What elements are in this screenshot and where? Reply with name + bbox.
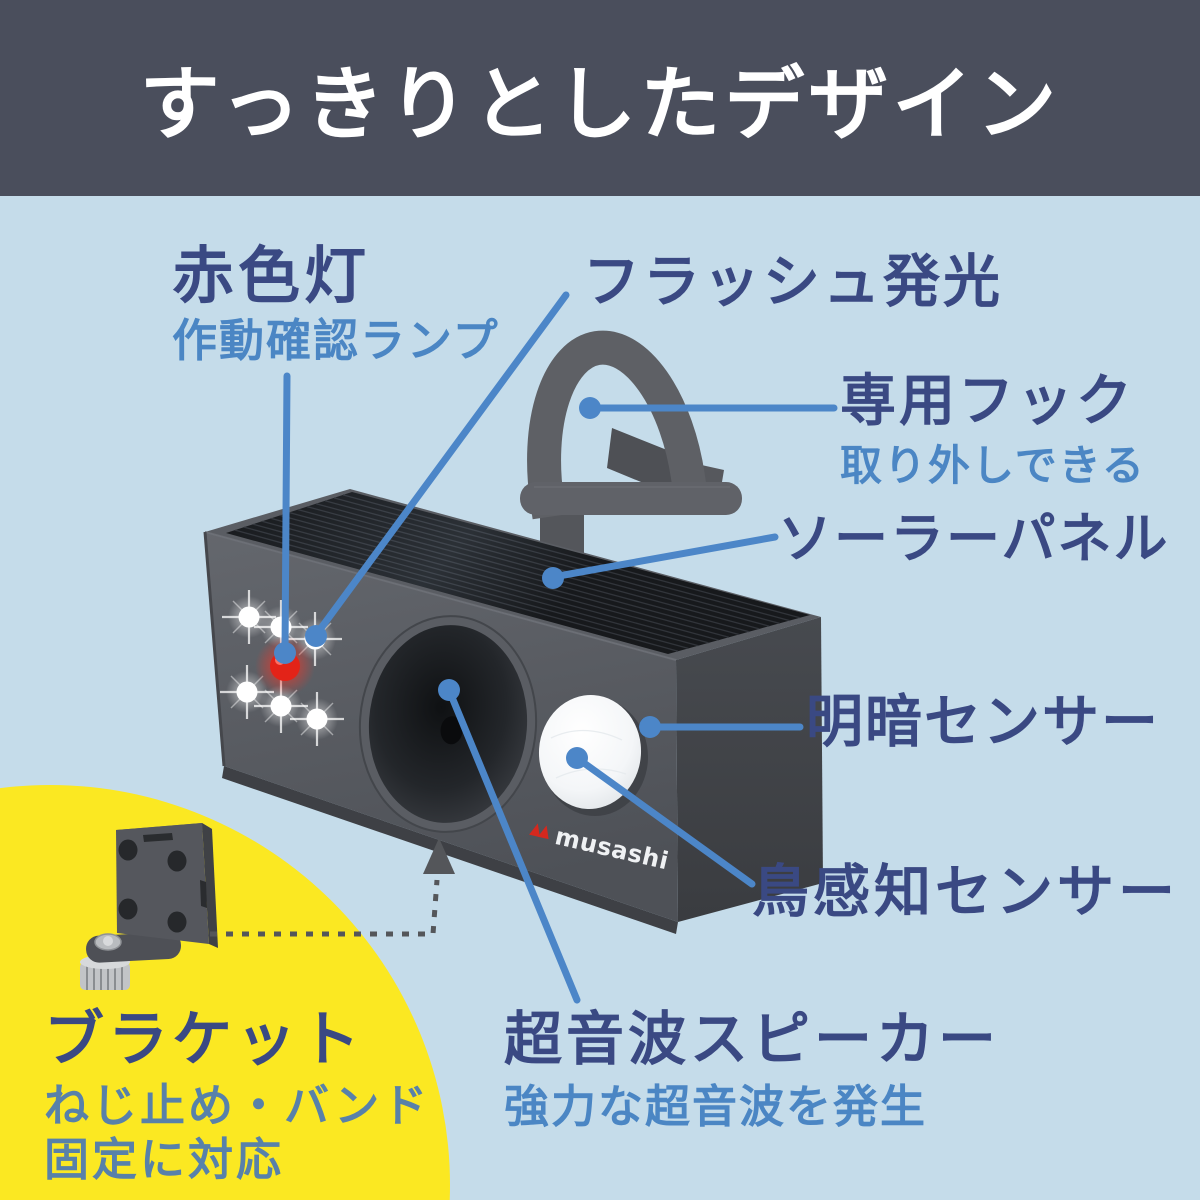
ultrasonic-speaker-sublabel: 強力な超音波を発生 xyxy=(504,1080,928,1133)
header-banner: すっきりとしたデザイン xyxy=(0,0,1200,196)
leader-dots xyxy=(274,397,661,769)
light-sensor-label: 明暗センサー xyxy=(806,689,1160,755)
leader-solar xyxy=(549,533,779,581)
hook-sublabel: 取り外しできる xyxy=(840,441,1146,490)
device-right-face xyxy=(676,617,823,922)
hook-graphic xyxy=(520,330,742,556)
solar-panel-graphic xyxy=(226,492,810,654)
page-title: すっきりとしたデザイン xyxy=(139,58,1061,151)
brand-mark-icon xyxy=(537,825,549,840)
leader-flash xyxy=(312,291,570,639)
leader-red-light xyxy=(281,372,291,656)
red-light-sublabel: 作動確認ランプ xyxy=(172,314,500,367)
flash-label: フラッシュ発光 xyxy=(583,249,1003,315)
bird-sensor-label: 鳥感知センサー xyxy=(752,859,1179,925)
red-light-label: 赤色灯 xyxy=(172,239,371,312)
leader-lines xyxy=(281,291,838,1004)
bracket-holes xyxy=(118,839,187,933)
arrow-up-icon xyxy=(423,838,455,874)
device-bottom-chamfer xyxy=(222,766,678,934)
bracket-graphic xyxy=(80,823,218,990)
bracket-sublabel-line1: ねじ止め・バンド xyxy=(44,1079,431,1132)
leader-bird-sensor xyxy=(573,754,756,888)
bracket-label: ブラケット xyxy=(44,1005,364,1075)
solar-panel-label: ソーラーパネル xyxy=(778,507,1170,570)
bracket-pointer-arrow xyxy=(210,838,455,937)
bracket-sublabel-line2: 固定に対応 xyxy=(44,1133,285,1186)
ultrasonic-speaker-graphic xyxy=(358,615,538,833)
ultrasonic-speaker-label: 超音波スピーカー xyxy=(504,1005,1001,1073)
brand-mark-icon xyxy=(529,823,540,838)
hook-label: 専用フック xyxy=(840,369,1135,434)
bracket-highlight-circle xyxy=(0,785,450,1200)
leader-speaker xyxy=(445,686,581,1004)
